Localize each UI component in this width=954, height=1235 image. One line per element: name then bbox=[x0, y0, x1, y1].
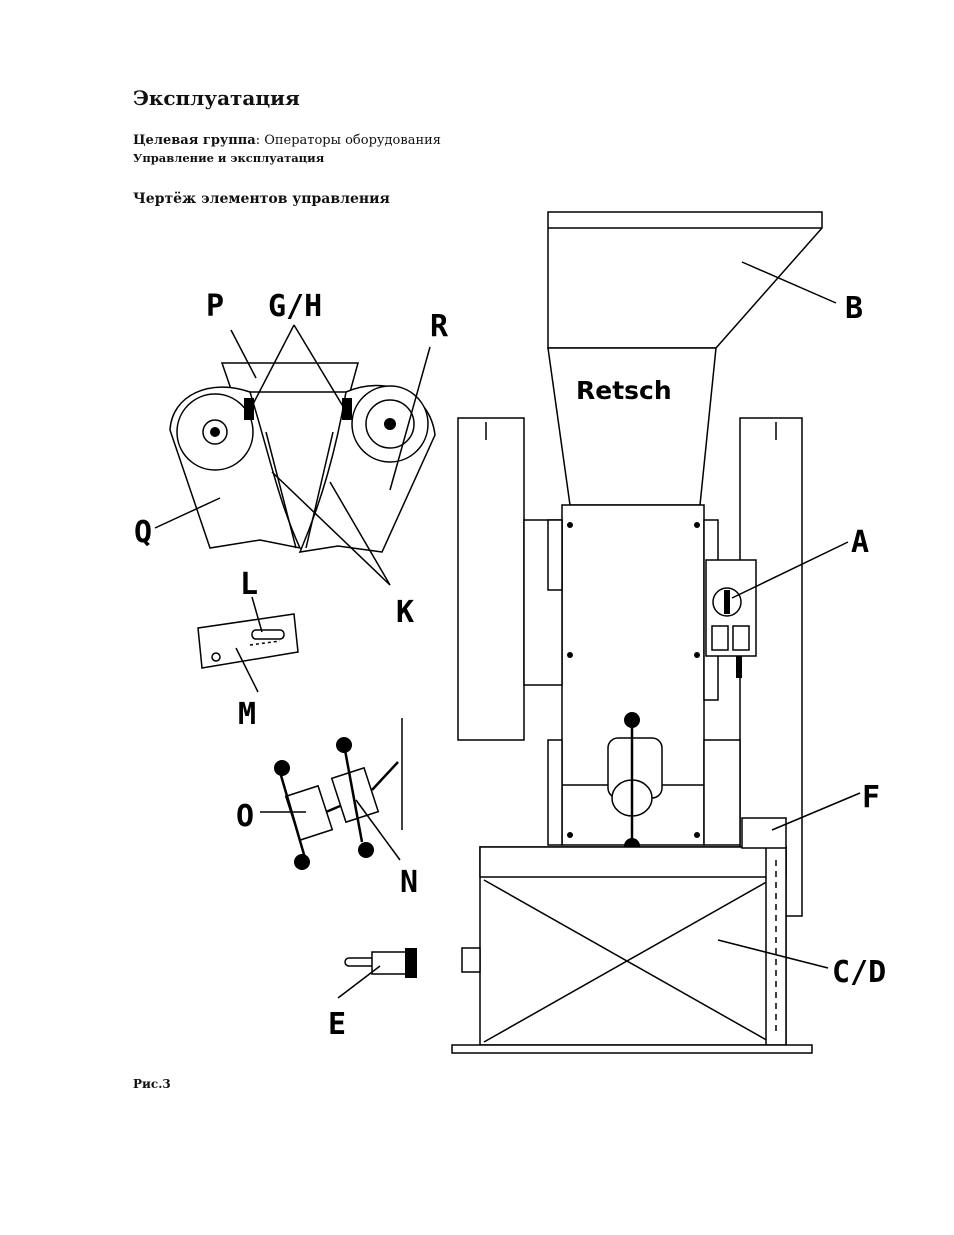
hopper-neck bbox=[547, 347, 717, 506]
label-b: B bbox=[845, 291, 863, 326]
label-m: M bbox=[238, 697, 256, 732]
controls-drawing: Retsch bbox=[134, 211, 886, 1054]
label-a: A bbox=[851, 525, 869, 560]
label-cd: C/D bbox=[832, 955, 886, 990]
rotor-detail bbox=[169, 362, 436, 553]
section-title: Чертёж элементов управления bbox=[133, 191, 390, 207]
left-side-panel bbox=[457, 417, 525, 741]
brand-logo bbox=[572, 372, 690, 402]
label-k: K bbox=[396, 595, 414, 630]
label-e: E bbox=[328, 1007, 346, 1042]
label-r: R bbox=[430, 309, 449, 344]
leader-lines bbox=[154, 261, 861, 999]
label-q: Q bbox=[134, 515, 152, 550]
label-gh: G/H bbox=[268, 289, 322, 324]
target-group-label: Целевая группа bbox=[133, 133, 256, 148]
hopper bbox=[547, 211, 823, 349]
label-o: O bbox=[236, 799, 254, 834]
brand-logo-text: Retsch bbox=[576, 376, 672, 405]
target-group-value: : Операторы оборудования bbox=[255, 133, 441, 148]
element-f-box bbox=[741, 817, 787, 849]
label-p: P bbox=[206, 289, 224, 324]
machine-body: Retsch bbox=[451, 211, 823, 1054]
target-group-line: Целевая группа: Операторы оборудования bbox=[133, 133, 441, 148]
label-f: F bbox=[862, 780, 880, 815]
element-e-detail bbox=[344, 948, 417, 978]
label-l: L bbox=[240, 567, 258, 602]
crank-detail bbox=[274, 718, 403, 870]
label-n: N bbox=[400, 865, 418, 900]
figure-caption: Рис.3 bbox=[133, 1077, 171, 1091]
setting-plate-detail bbox=[197, 613, 299, 669]
page-heading: Эксплуатация bbox=[133, 86, 300, 110]
subheading: Управление и эксплуатация bbox=[133, 151, 325, 165]
